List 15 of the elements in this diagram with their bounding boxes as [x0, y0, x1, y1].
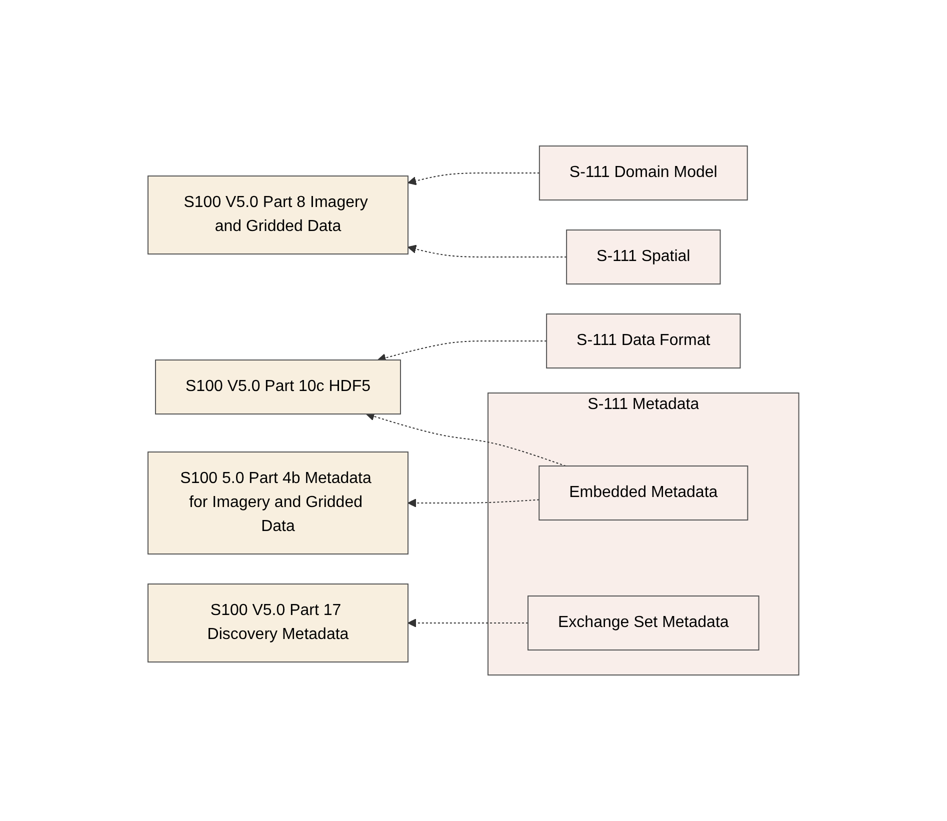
node-box: S-111 Domain Model [539, 146, 748, 200]
arrow [408, 172, 540, 186]
node-box: S100 5.0 Part 4b Metadata for Imagery and Gridded Data [148, 452, 409, 554]
node-box: Embedded Metadata [538, 466, 748, 520]
node-box: S100 V5.0 Part 17 Discovery Metadata [148, 584, 409, 662]
arrow [408, 618, 529, 628]
node-box: S100 V5.0 Part 10c HDF5 [155, 360, 402, 414]
arrow [408, 244, 568, 258]
node-box: S-111 Data Format [546, 314, 741, 368]
node-box: Exchange Set Metadata [528, 596, 760, 650]
node-box: S-111 Spatial [566, 230, 721, 284]
node-box: S100 V5.0 Part 8 Imagery and Gridded Data [148, 176, 409, 254]
arrow [408, 498, 540, 508]
arrow [366, 412, 566, 466]
arrow [378, 340, 548, 362]
